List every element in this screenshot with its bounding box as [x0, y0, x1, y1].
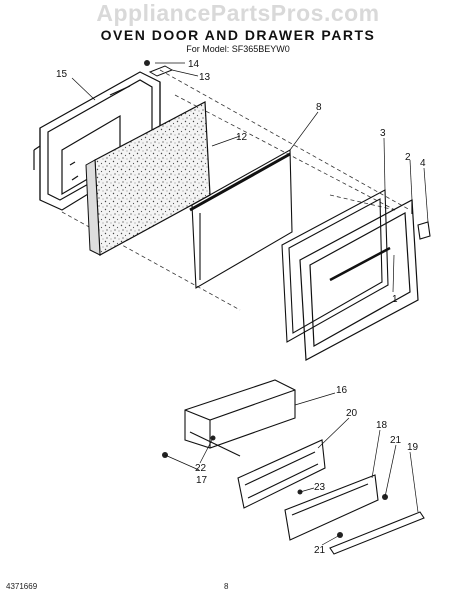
callout-13: 13 — [199, 72, 211, 83]
callout-1: 1 — [392, 294, 398, 305]
outer-door-panel-part-2 — [299, 199, 419, 361]
inner-door-panel-part-8 — [189, 149, 293, 289]
assembly-guide-lines — [61, 69, 411, 311]
callout-17: 17 — [196, 475, 208, 486]
handle-part-4 — [417, 221, 431, 240]
screw-part-14 — [144, 60, 150, 66]
drawer-front-part-20 — [237, 439, 326, 509]
callout-14: 14 — [188, 59, 200, 70]
callout-labels: 1 2 3 4 8 12 13 14 15 16 17 18 19 20 21 … — [56, 59, 426, 556]
callout-2: 2 — [405, 152, 411, 163]
fasteners — [162, 435, 388, 538]
watermark: AppliancePartsPros.com — [96, 0, 380, 26]
callout-4: 4 — [420, 158, 426, 169]
callout-23: 23 — [314, 482, 326, 493]
glass-panel-part-3 — [281, 189, 389, 343]
drawer-body-part-16 — [184, 379, 296, 457]
callout-16: 16 — [336, 385, 348, 396]
page-title: OVEN DOOR AND DRAWER PARTS — [100, 27, 376, 43]
model-line: For Model: SF365BEYW0 — [186, 44, 290, 54]
callout-15: 15 — [56, 69, 68, 80]
rail-part-19 — [329, 511, 425, 555]
callout-19: 19 — [407, 442, 419, 453]
callout-20: 20 — [346, 408, 358, 419]
callout-21a: 21 — [390, 435, 402, 446]
drawer-trim-part-18 — [284, 474, 379, 541]
callout-8: 8 — [316, 102, 322, 113]
document-number: 4371669 — [6, 582, 38, 591]
leader-lines — [71, 62, 429, 546]
callout-21b: 21 — [314, 545, 326, 556]
page-number: 8 — [224, 582, 229, 591]
insulation-panel-part-12 — [85, 101, 211, 256]
callout-3: 3 — [380, 128, 386, 139]
callout-22: 22 — [195, 463, 207, 474]
callout-12: 12 — [236, 132, 248, 143]
callout-18: 18 — [376, 420, 388, 431]
